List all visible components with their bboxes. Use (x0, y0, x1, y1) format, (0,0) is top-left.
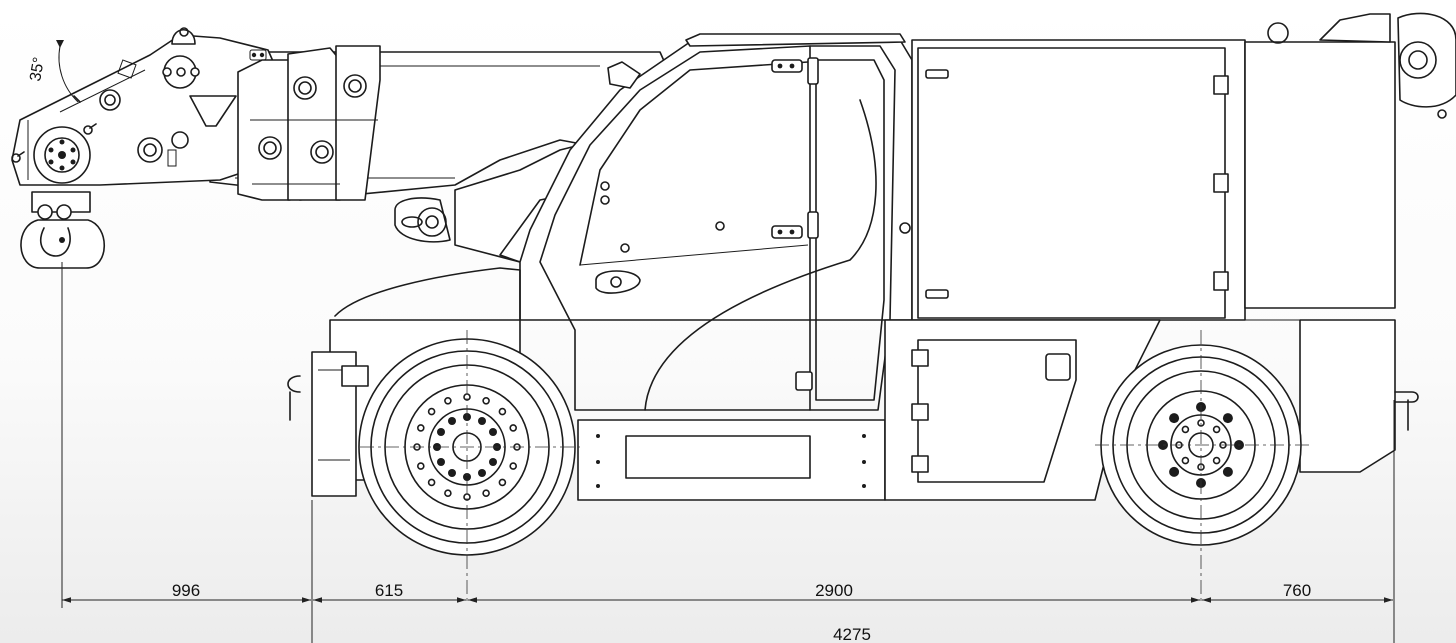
wheel-bolt (1181, 456, 1190, 465)
boom-angle-label: 35° (27, 56, 48, 83)
dimension-wheelbase: 2900 (815, 581, 853, 600)
wheel-bolt (444, 396, 452, 405)
dimension-overhang: 996 (172, 581, 200, 600)
wheel-bolt (509, 462, 518, 470)
wheel-bolt (498, 407, 507, 416)
dimension-lines (61, 262, 1395, 643)
wheel-bolt (489, 428, 497, 436)
wheel-bolt (427, 478, 436, 487)
wheel-bolt (498, 478, 507, 487)
dimension-overall: 4275 (833, 625, 871, 643)
wheel-bolt (1222, 466, 1233, 477)
wheel-bolt (482, 396, 490, 405)
wheel-bolt (448, 417, 456, 425)
wheel-bolt (416, 462, 425, 470)
boom-extension (237, 45, 381, 201)
wheel-bolt (1212, 425, 1221, 434)
wheel-bolt (448, 469, 456, 477)
wheel-bolt (482, 489, 490, 498)
wheel-bolt (1169, 413, 1180, 424)
wheel-bolt (1212, 456, 1221, 465)
wheel-bolt (509, 424, 518, 432)
wheel-bolt (478, 417, 486, 425)
cab (519, 33, 913, 411)
wheel-bolt (416, 424, 425, 432)
wheel-bolt (444, 489, 452, 498)
dimension-rear: 760 (1283, 581, 1311, 600)
wheel-bolt (1169, 466, 1180, 477)
centre-lines (360, 330, 1310, 605)
wheel-bolt (1181, 425, 1190, 434)
wheel-bolt (427, 407, 436, 416)
wheel-bolt (478, 469, 486, 477)
wheel-bolt (489, 458, 497, 466)
wheel-bolt (1222, 413, 1233, 424)
dimension-front: 615 (375, 581, 403, 600)
rear-body (911, 12, 1456, 321)
wheel-bolt (437, 428, 445, 436)
wheel-bolt (437, 458, 445, 466)
wheel-bolt (463, 473, 471, 481)
